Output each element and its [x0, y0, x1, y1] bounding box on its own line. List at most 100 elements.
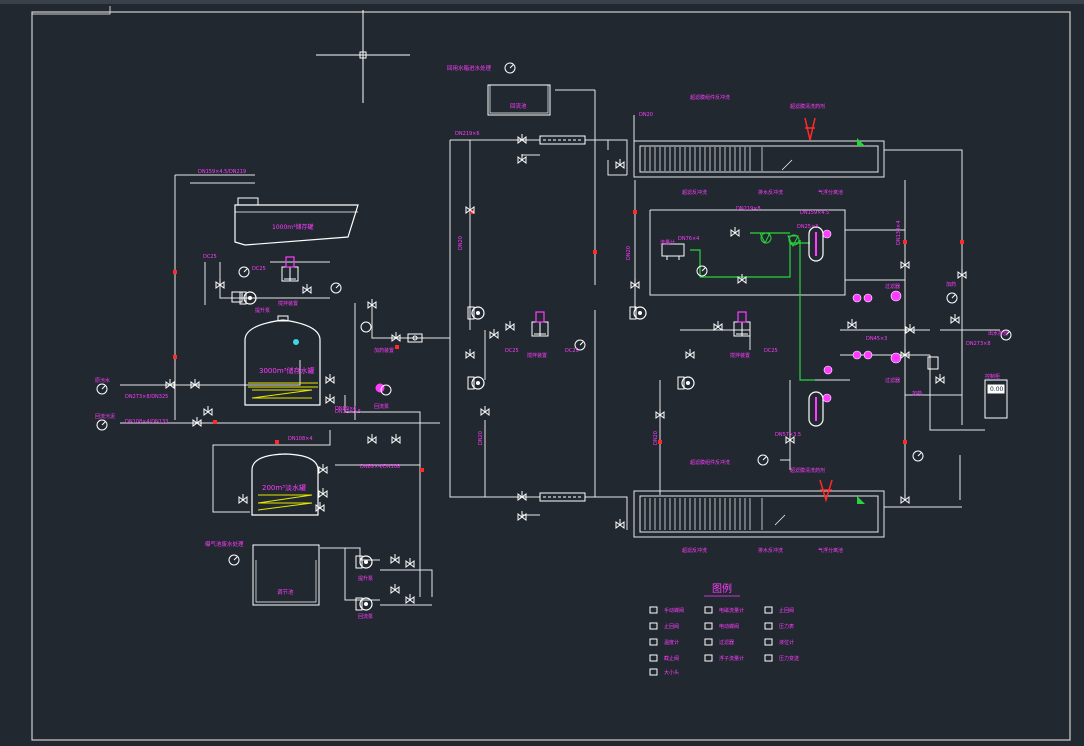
label-pump-4: 回流泵	[358, 613, 373, 620]
label-dc25-d: DC25	[565, 348, 579, 354]
legend-symbol-icon	[704, 622, 713, 630]
gauge-12	[757, 454, 769, 466]
gauge-1	[238, 266, 250, 278]
green-valve-bottom	[857, 496, 865, 504]
label-mixer-2: 搅拌装置	[527, 352, 547, 359]
label-pipe-5: DN159×4.5	[800, 210, 829, 216]
gauge-3	[96, 383, 108, 395]
mixer-center	[531, 311, 549, 337]
pump-3	[629, 306, 647, 320]
air-diffuser-bottom	[819, 479, 833, 503]
legend-item-label: 过滤器	[719, 639, 734, 646]
pump-5	[355, 555, 373, 569]
instrument-dots	[822, 229, 902, 403]
label-top-sub-1: 超滤反冲洗	[682, 189, 707, 196]
label-pipe-12: DN219×8	[736, 206, 761, 212]
green-valve-top	[857, 138, 865, 146]
legend-item-label: 止回阀	[779, 607, 794, 614]
mixer-right	[733, 311, 751, 337]
legend-item-label: 止回阀	[664, 623, 679, 630]
membrane-top	[644, 147, 793, 171]
gauge-7	[946, 292, 958, 304]
label-pipe-15: DN108×4/DN133	[125, 419, 168, 425]
bottom-basin-title: 曝气池废水处理	[205, 540, 244, 548]
label-pump-1: 提升泵	[255, 307, 270, 314]
legend-symbol-icon	[704, 638, 713, 646]
label-pipe-9: DN32×3.5	[335, 409, 361, 415]
pump-4	[677, 376, 695, 390]
legend-symbol-icon	[649, 622, 658, 630]
small-vessel	[661, 243, 685, 260]
main-pipe-lines	[120, 89, 1000, 606]
label-filter-a: 过滤器	[885, 283, 900, 290]
label-dc25-e: DC25	[764, 348, 778, 354]
top-basin-title: 回用水箱进水处理	[447, 64, 492, 72]
legend-symbol-icon	[764, 638, 773, 646]
gauge-5	[504, 62, 516, 74]
gauge-6	[696, 265, 708, 277]
membrane-bottom	[644, 498, 786, 530]
window-top-bar	[0, 0, 1084, 4]
label-pipe-2: DN108×4	[288, 436, 313, 442]
label-pipe-16: DN159×4.5/DN219	[198, 169, 246, 175]
label-dn20-1: DN20	[458, 236, 464, 250]
bottom-basin: 调节池 曝气池废水处理	[205, 540, 320, 606]
label-dn20-4: DN20	[653, 431, 659, 445]
label-pipe-13: DN273×8/DN325	[125, 394, 168, 400]
legend-item-label: 手动蝶阀	[664, 607, 684, 614]
legend-symbol-icon	[649, 638, 658, 646]
gauge-9	[912, 450, 924, 462]
label-pipe-14: DN89×4/DN108	[360, 464, 400, 470]
label-top-sub-3: 气浮分离池	[818, 189, 843, 196]
label-bot-sub-2: 排水反冲洗	[758, 547, 783, 554]
legend-item-label: 液位计	[779, 639, 794, 646]
label-pipe-8: DN25×3	[797, 224, 818, 230]
pump-2	[467, 376, 485, 390]
legend: 图例 手动蝶阀电磁流量计止回阀止回阀电动蝶阀压力表温度计过滤器液位计截止阀浮子流…	[649, 582, 799, 676]
gauge-11	[228, 554, 240, 566]
label-top-line-2: 超滤膜清洗药剂	[790, 103, 825, 110]
bottom-basin-label: 调节池	[277, 588, 294, 596]
label-dn20-3: DN20	[478, 431, 484, 445]
label-dc25-c: DC25	[505, 348, 519, 354]
legend-item-label: 电动蝶阀	[719, 623, 739, 630]
legend-symbol-icon	[649, 668, 658, 676]
air-diffuser-top	[804, 117, 816, 141]
label-dc25-a: DC25	[203, 254, 217, 260]
label-control-box: 控制柜	[985, 373, 1000, 380]
label-left-in-2: 回流污泥	[95, 413, 115, 420]
legend-symbol-icon	[649, 606, 658, 614]
label-mixer-3: 搅拌装置	[730, 352, 750, 359]
mixer-left	[281, 256, 299, 282]
label-pipe-3: DN89×4	[335, 406, 356, 412]
tank-1000-label: 1000m³储存罐	[272, 223, 314, 231]
label-filter-b: 过滤器	[885, 377, 900, 384]
legend-item-label: 温度计	[664, 639, 679, 646]
misc-components	[231, 232, 1008, 419]
legend-item-label: 压力表	[779, 623, 794, 630]
legend-symbol-icon	[764, 606, 773, 614]
top-basin: 回流池 回用水箱进水处理	[447, 64, 551, 116]
label-right-out: 出水排放	[988, 330, 1008, 337]
label-dn20-top: DN20	[639, 112, 653, 118]
label-dc25-b: DC25	[252, 266, 266, 272]
tank-3000-label: 3000m³储存水罐	[259, 366, 314, 375]
label-mixer-1: 搅拌装置	[278, 300, 298, 307]
tank-200: 200m³淡水罐	[251, 453, 319, 516]
label-bot-line-2: 超滤膜清洗药剂	[790, 467, 825, 474]
label-pump-2: 回流泵	[374, 403, 389, 410]
legend-symbol-icon	[704, 606, 713, 614]
tank-200-label: 200m³淡水罐	[262, 483, 306, 492]
label-bot-sub-3: 气浮分离池	[818, 547, 843, 554]
label-dosing-1: 加药装置	[374, 347, 394, 354]
label-pipe-7: DN76×4	[678, 236, 699, 242]
drawing-border	[31, 11, 1071, 741]
label-pipe-11: DN45×3	[866, 336, 887, 342]
legend-symbol-icon	[764, 622, 773, 630]
strainer-top	[539, 135, 586, 145]
label-left-in-1: 原污水	[95, 377, 110, 384]
label-bot-sub-1: 超滤反冲洗	[682, 547, 707, 554]
legend-symbol-icon	[764, 654, 773, 662]
label-dn20-2: DN20	[626, 246, 632, 260]
dosing-green-lines	[690, 232, 815, 381]
